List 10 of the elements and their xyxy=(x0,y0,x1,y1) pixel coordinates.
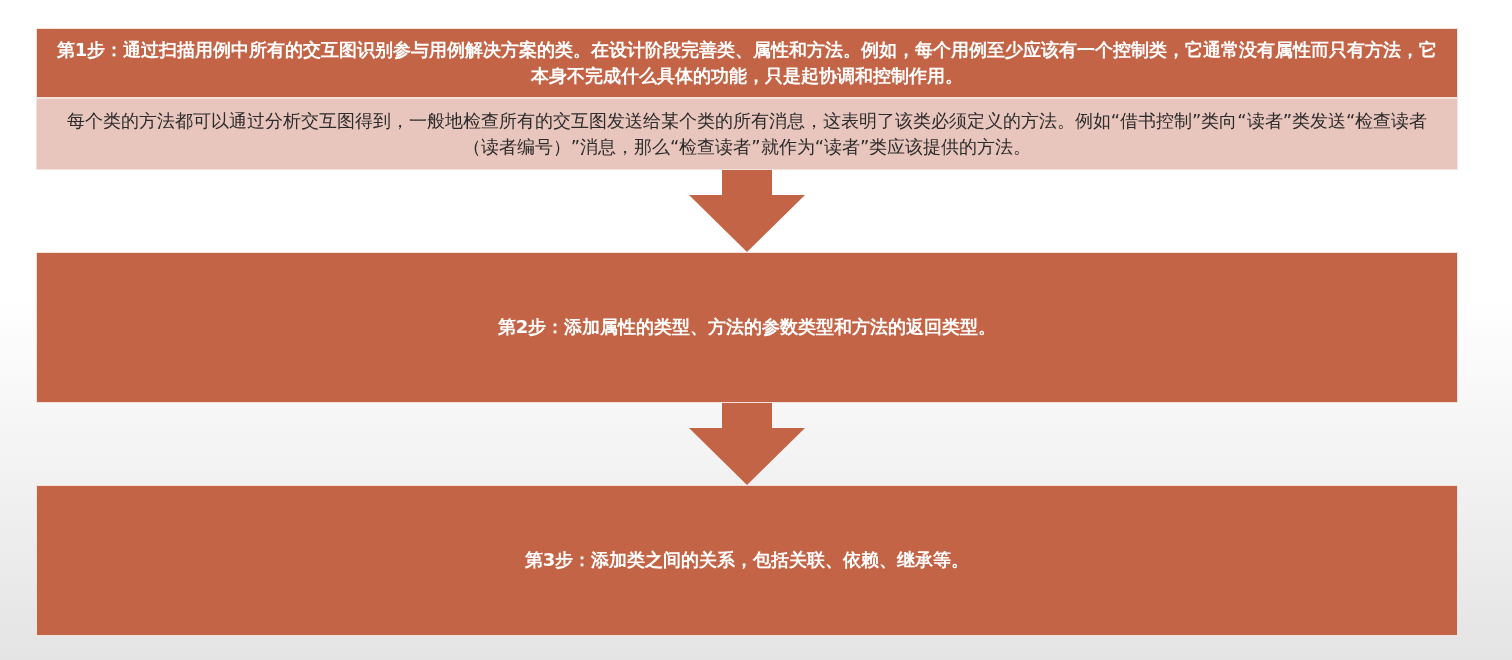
step-text: 第2步：添加属性的类型、方法的参数类型和方法的返回类型。 xyxy=(497,315,997,340)
step-box xyxy=(36,252,1458,403)
note-box xyxy=(36,98,1458,170)
step-text: 每个类的方法都可以通过分析交互图得到，一般地检查所有的交互图发送给某个类的所有消息，这表明了该类必须定义的方法。例如“借书控制”类向“读者”类发送“检查读者（读者编号）”消息，那么“检查读者”就作为“读者”类应该提供的方法。 xyxy=(65,108,1429,159)
step-text: 第1步：通过扫描用例中所有的交互图识别参与用例解决方案的类。在设计阶段完善类、属性和方法。例如，每个用例至少应该有一个控制类，它通常没有属性而只有方法，它本身不完成什么具体的功能，只是起协调和控制作用。 xyxy=(55,37,1439,88)
step-box xyxy=(36,28,1458,98)
block-arrow xyxy=(689,403,805,485)
block-arrow xyxy=(689,170,805,252)
step-text: 第3步：添加类之间的关系，包括关联、依赖、继承等。 xyxy=(524,548,970,573)
step-box xyxy=(36,485,1458,636)
